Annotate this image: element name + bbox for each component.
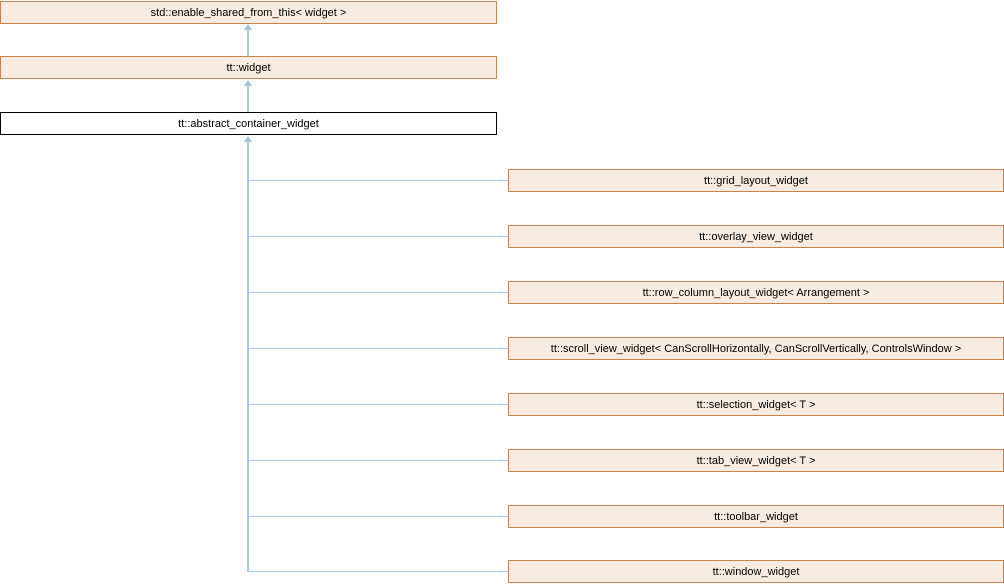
class-node-scroll-view-widget[interactable]: tt::scroll_view_widget< CanScrollHorizon… <box>508 337 1004 360</box>
class-node-widget[interactable]: tt::widget <box>0 56 497 79</box>
class-node-grid-layout-widget[interactable]: tt::grid_layout_widget <box>508 169 1004 192</box>
edge-branch-row-column-layout <box>248 292 508 294</box>
arrow-up-icon <box>244 24 252 30</box>
class-node-enable-shared-from-this[interactable]: std::enable_shared_from_this< widget > <box>0 1 497 24</box>
edge-branch-toolbar <box>248 516 508 518</box>
arrow-up-icon <box>244 136 252 142</box>
class-node-overlay-view-widget[interactable]: tt::overlay_view_widget <box>508 225 1004 248</box>
class-node-row-column-layout-widget[interactable]: tt::row_column_layout_widget< Arrangemen… <box>508 281 1004 304</box>
arrow-up-icon <box>244 80 252 86</box>
edge-branch-overlay-view <box>248 236 508 238</box>
edge-abstract-to-widget <box>247 85 249 112</box>
edge-branch-grid-layout <box>248 180 508 182</box>
class-node-selection-widget[interactable]: tt::selection_widget< T > <box>508 393 1004 416</box>
edge-branch-window <box>248 571 508 573</box>
edge-widget-to-enable-shared <box>247 29 249 56</box>
edge-children-trunk <box>247 141 249 572</box>
class-node-abstract-container-widget-current: tt::abstract_container_widget <box>0 112 497 135</box>
class-node-window-widget[interactable]: tt::window_widget <box>508 560 1004 583</box>
edge-branch-tab-view <box>248 460 508 462</box>
edge-branch-selection <box>248 404 508 406</box>
class-node-toolbar-widget[interactable]: tt::toolbar_widget <box>508 505 1004 528</box>
edge-branch-scroll-view <box>248 348 508 350</box>
class-node-tab-view-widget[interactable]: tt::tab_view_widget< T > <box>508 449 1004 472</box>
